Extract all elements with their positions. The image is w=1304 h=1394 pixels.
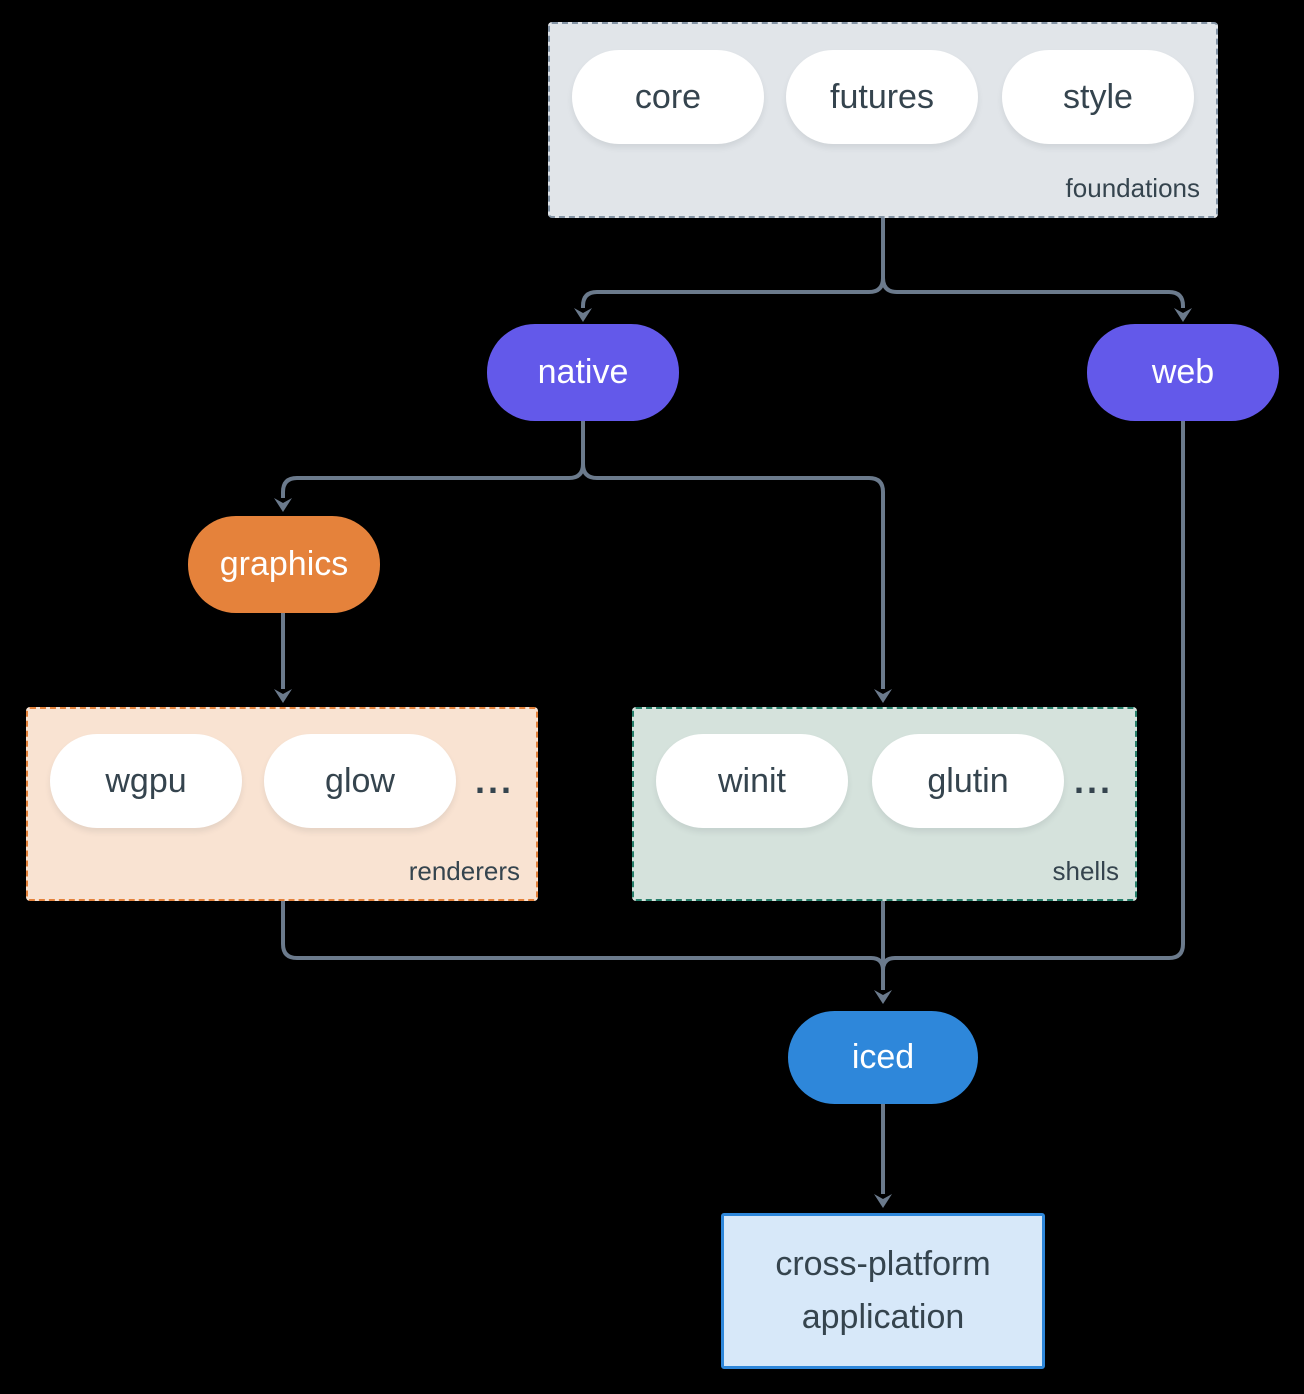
node-style: style [1002,50,1194,144]
application-label-line2: application [801,1298,965,1336]
arrow-foundations-to-web [881,218,1185,308]
arrow-native-to-shells [581,421,885,689]
node-application: cross-platform application [721,1213,1045,1369]
arrow-native-to-graphics [281,421,585,498]
arrowhead-renderers [274,689,292,703]
node-core: core [572,50,764,144]
arrowhead-native [574,308,592,322]
node-wgpu-label: wgpu [105,761,187,800]
node-iced-label: iced [851,1038,915,1076]
arrowhead-web [1174,308,1192,322]
node-core-label: core [634,77,702,116]
node-futures: futures [786,50,978,144]
node-web: web [1087,324,1279,421]
group-foundations: core futures style foundations [548,22,1218,218]
node-web-label: web [1151,353,1215,391]
group-shells: winit glutin ... shells [632,707,1137,901]
application-label-line1: cross-platform [775,1245,991,1284]
node-glutin-label: glutin [927,761,1009,800]
arrow-foundations-to-native [581,218,885,308]
node-winit-label: winit [717,761,787,800]
node-glow: glow [264,734,456,828]
node-style-label: style [1063,77,1133,116]
arrowhead-shells [874,689,892,703]
arrowhead-iced [874,990,892,1004]
group-renderers-label: renderers [408,856,520,886]
arrowhead-application [874,1194,892,1208]
node-glow-label: glow [325,761,395,800]
group-renderers: wgpu glow ... renderers [26,707,538,901]
node-native-label: native [537,353,629,391]
node-native: native [487,324,679,421]
node-iced: iced [788,1011,978,1104]
group-foundations-label: foundations [1065,173,1200,203]
node-graphics-label: graphics [219,545,349,583]
group-shells-label: shells [1052,856,1119,886]
node-wgpu: wgpu [50,734,242,828]
node-futures-label: futures [830,77,934,116]
node-graphics: graphics [188,516,380,613]
node-glutin: glutin [872,734,1064,828]
arrowhead-graphics [274,498,292,512]
arrow-renderers-to-iced [281,901,885,971]
node-winit: winit [656,734,848,828]
